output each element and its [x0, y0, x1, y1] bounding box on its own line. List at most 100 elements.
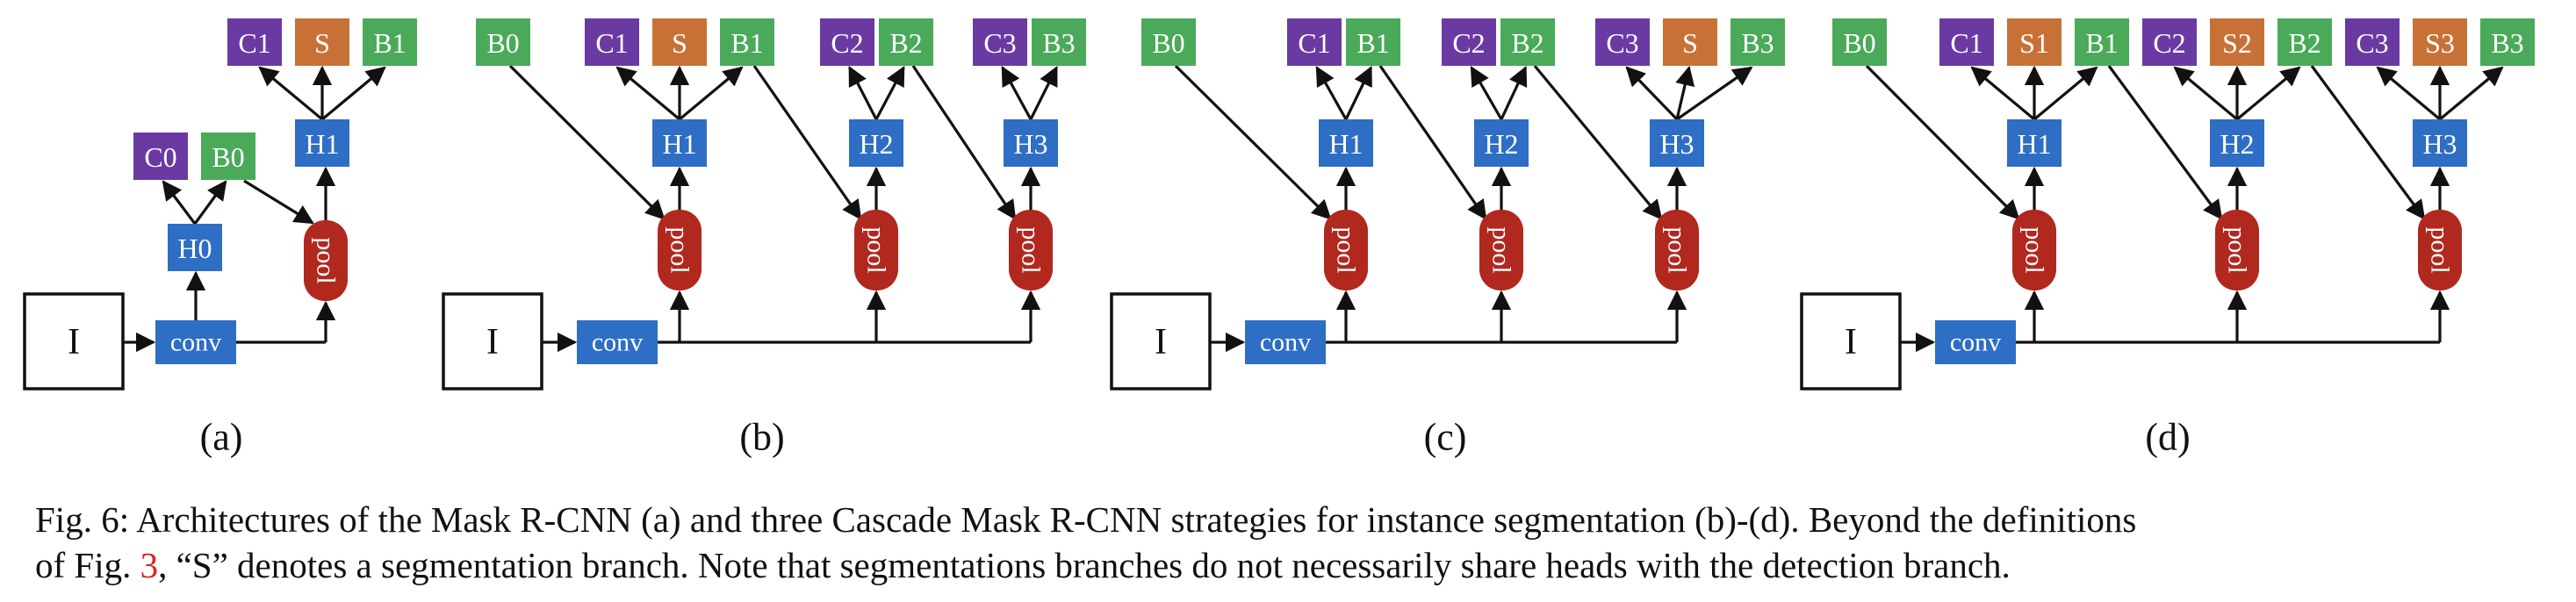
c1-label: C1 — [595, 27, 628, 59]
figure-reference-link[interactable]: 3 — [140, 545, 159, 585]
c1-label: C1 — [1298, 27, 1330, 59]
h2-label: H2 — [1484, 128, 1518, 160]
arrow-edge — [1970, 66, 2036, 121]
arrow-edge — [874, 66, 905, 120]
b1-label: B1 — [373, 27, 406, 59]
h3-head-node: H3 — [2413, 119, 2467, 167]
c1-label: C1 — [238, 27, 270, 59]
b2-box-node: B2 — [1500, 18, 1555, 66]
conv-label: conv — [1950, 328, 2001, 357]
b1-box-node: B1 — [720, 18, 774, 66]
arrow-edge — [1174, 64, 1332, 220]
b2-box-node: B2 — [2277, 18, 2332, 66]
arrow-edge — [1625, 66, 1679, 121]
conv-label: conv — [1260, 328, 1311, 357]
pool-node: pool — [854, 210, 898, 290]
pool-label: pool — [1487, 226, 1516, 273]
b0-box-node: B0 — [1141, 18, 1196, 66]
pool-label: pool — [2020, 226, 2049, 273]
s3-seg-node: S3 — [2413, 18, 2467, 66]
pool-node: pool — [1324, 210, 1368, 290]
c1-class-node: C1 — [227, 18, 282, 66]
c1-label: C1 — [1950, 27, 1982, 59]
h1-label: H1 — [2017, 128, 2051, 160]
h2-head-node: H2 — [849, 119, 903, 167]
h3-head-node: H3 — [1650, 119, 1704, 167]
h3-label: H3 — [1659, 128, 1694, 160]
h0-head-node: H0 — [168, 224, 222, 271]
arrow-edge — [911, 65, 1017, 220]
pool-label: pool — [1332, 226, 1361, 273]
h1-label: H1 — [305, 128, 339, 160]
pool-node: pool — [1655, 210, 1699, 290]
h2-head-node: H2 — [1474, 119, 1529, 167]
pool-node: pool — [2418, 210, 2462, 290]
input-label: I — [1845, 322, 1857, 362]
b0-label: B0 — [1843, 27, 1875, 59]
b1-box-node: B1 — [2075, 18, 2129, 66]
c3-class-node: C3 — [2345, 18, 2400, 66]
c1-class-node: C1 — [1287, 18, 1342, 66]
s3-label: S3 — [2425, 27, 2455, 59]
b0-label: B0 — [1152, 27, 1184, 59]
arrow-edge — [2107, 65, 2223, 220]
c2-label: C2 — [1452, 27, 1485, 59]
pool-node: pool — [304, 220, 348, 301]
pool-node: pool — [2012, 210, 2056, 290]
pool-node: pool — [1009, 210, 1053, 290]
pool-label: pool — [312, 237, 341, 283]
c2-label: C2 — [2153, 27, 2185, 59]
s-seg-node: S — [1663, 18, 1717, 66]
c3-label: C3 — [1606, 27, 1638, 59]
arrow-edge — [1865, 64, 2020, 220]
pool-label: pool — [1663, 226, 1692, 273]
conv-node: conv — [577, 320, 658, 364]
c3-class-node: C3 — [973, 18, 1027, 66]
b3-box-node: B3 — [1032, 18, 1086, 66]
b3-box-node: B3 — [1731, 18, 1785, 66]
s1-label: S1 — [2019, 27, 2049, 59]
b2-box-node: B2 — [879, 18, 933, 66]
c1-class-node: C1 — [1939, 18, 1994, 66]
h1-head-node: H1 — [1319, 119, 1373, 167]
h3-label: H3 — [2422, 128, 2457, 160]
pool-node: pool — [2215, 210, 2259, 290]
panel-label--a-: (a) — [200, 416, 243, 459]
arrow-edge — [1533, 64, 1663, 220]
input-label: I — [486, 322, 499, 362]
b1-label: B1 — [2085, 27, 2118, 59]
c2-class-node: C2 — [1442, 18, 1496, 66]
arrow-edge — [2310, 65, 2426, 220]
caption-text: of Fig. — [35, 545, 140, 585]
input-label: I — [68, 322, 80, 362]
h3-label: H3 — [1013, 128, 1047, 160]
input-image-node: I — [1800, 292, 1902, 391]
b1-label: B1 — [730, 27, 763, 59]
input-image-node: I — [442, 292, 543, 391]
h2-label: H2 — [2220, 128, 2254, 160]
arrow-edge — [2173, 66, 2239, 121]
h2-label: H2 — [859, 128, 893, 160]
arrow-edge — [1675, 65, 1695, 120]
c0-label: C0 — [144, 141, 176, 173]
c3-class-node: C3 — [1595, 18, 1650, 66]
c2-class-node: C2 — [2142, 18, 2197, 66]
pool-label: pool — [1017, 226, 1046, 273]
b1-box-node: B1 — [1346, 18, 1400, 66]
s-seg-node: S — [295, 18, 349, 66]
conv-label: conv — [170, 328, 221, 357]
b2-label: B2 — [889, 27, 922, 59]
caption-line-1: Fig. 6: Architectures of the Mask R-CNN … — [35, 499, 2137, 540]
c2-label: C2 — [831, 27, 863, 59]
arrow-edge — [320, 66, 386, 121]
arrow-edge — [752, 65, 862, 220]
arrow-edge — [243, 179, 314, 225]
b3-box-node: B3 — [2480, 18, 2535, 66]
c3-label: C3 — [2356, 27, 2388, 59]
b0-label: B0 — [486, 27, 519, 59]
h1-head-node: H1 — [295, 119, 349, 167]
h0-label: H0 — [177, 233, 212, 264]
h1-head-node: H1 — [652, 119, 707, 167]
input-image-node: I — [1110, 292, 1212, 391]
pool-label: pool — [2426, 226, 2455, 273]
